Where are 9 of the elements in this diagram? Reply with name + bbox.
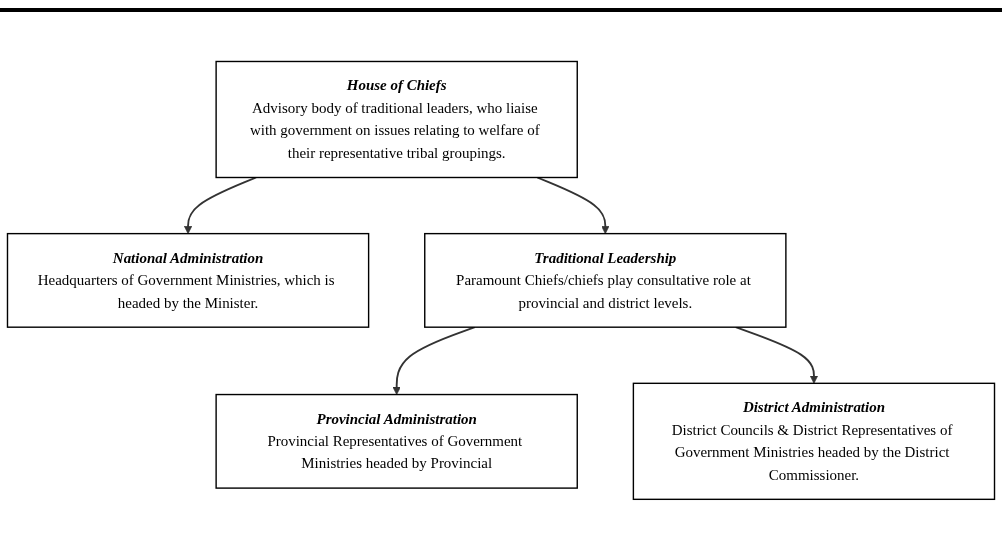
- node-box: District Administration District Councils & District Representatives of Government Ministries headed by the District Commissioner.: [632, 382, 996, 500]
- arrow: [183, 176, 258, 234]
- arrow: [734, 325, 819, 384]
- node-box: Traditional Leadership Paramount Chiefs/chiefs play consultative role at provincial and district levels.: [424, 232, 787, 328]
- node-box: Provincial Administration Provincial Representatives of Government Ministries headed by Provincial: [215, 393, 578, 489]
- node-box: House of Chiefs Advisory body of traditional leaders, who liaise with government on issues relating to welfare of their representative tribal groupings.: [215, 60, 578, 178]
- arrow: [536, 176, 610, 234]
- node-box: National Administration Headquarters of Government Ministries, which is headed by the Minister.: [6, 232, 370, 328]
- arrow: [392, 325, 476, 395]
